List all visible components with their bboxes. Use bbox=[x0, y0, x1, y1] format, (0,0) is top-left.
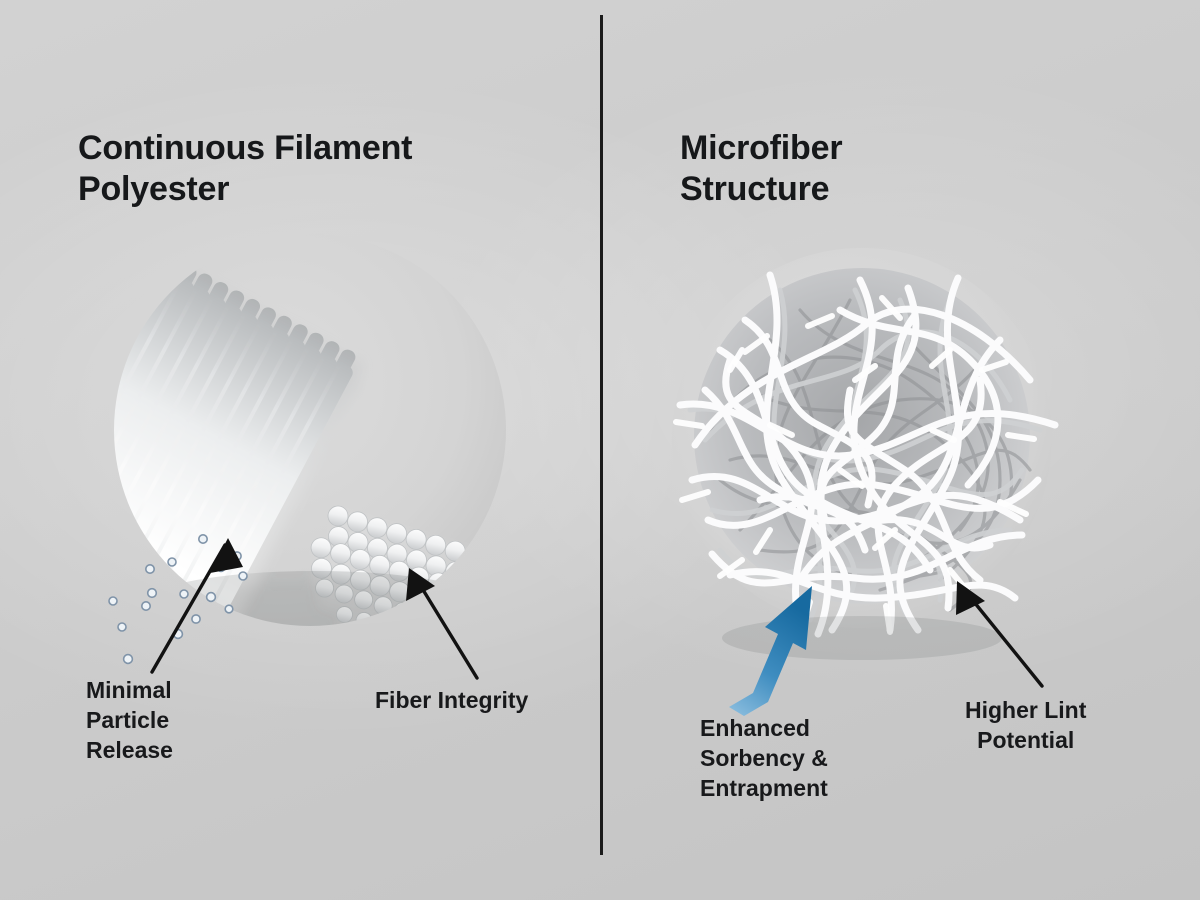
illustration-microfiber-structure bbox=[672, 248, 1059, 660]
callout-label-fiber-integrity: Fiber Integrity bbox=[375, 687, 529, 713]
panel-title-left: Continuous Filament Polyester bbox=[78, 129, 413, 209]
microfiber-tangle bbox=[673, 268, 1059, 660]
callout-label-higher-lint-potential: Higher Lint Potential bbox=[965, 697, 1087, 753]
callout-label-enhanced-sorbency-entrapment: Enhanced Sorbency & Entrapment bbox=[700, 715, 828, 801]
illustration-continuous-filament bbox=[114, 234, 506, 626]
panel-title-right: Microfiber Structure bbox=[680, 129, 843, 209]
vertical-divider bbox=[600, 15, 603, 855]
fiber-ends bbox=[673, 295, 1037, 635]
callout-label-minimal-particle-release: Minimal Particle Release bbox=[86, 677, 173, 763]
foreground-fibers bbox=[676, 271, 1059, 638]
